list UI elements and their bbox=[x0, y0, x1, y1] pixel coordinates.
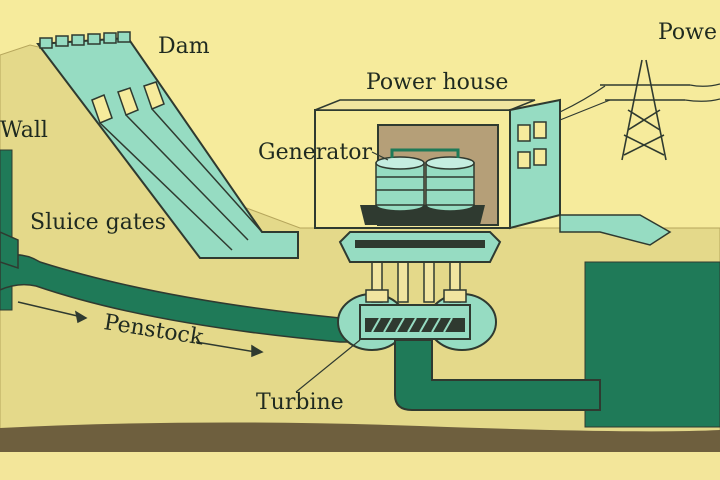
label-generator: Generator bbox=[258, 142, 372, 164]
bottom-paper bbox=[0, 452, 720, 480]
tailrace-pool bbox=[585, 262, 720, 427]
generator-base-band bbox=[355, 240, 485, 248]
label-wall: Wall bbox=[0, 120, 48, 142]
label-power-lines: Powe bbox=[658, 22, 717, 44]
label-dam: Dam bbox=[158, 36, 210, 58]
power-house-roof bbox=[315, 100, 535, 110]
label-sluice-gates: Sluice gates bbox=[30, 212, 166, 234]
label-power-house: Power house bbox=[366, 72, 508, 94]
label-turbine: Turbine bbox=[256, 392, 344, 414]
